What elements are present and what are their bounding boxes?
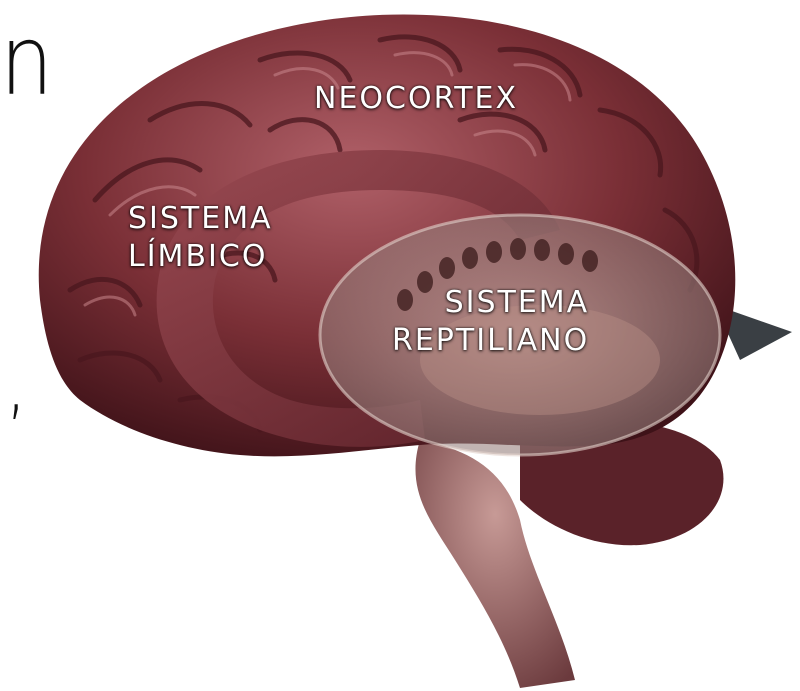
limbic-label-line1: SISTEMA [128, 200, 273, 238]
limbic-label-line2: LÍMBICO [128, 238, 273, 276]
neocortex-label: NEOCORTEX [314, 80, 518, 118]
reptilian-system-label: SISTEMA REPTILIANO [392, 284, 589, 360]
limbic-system-label: SISTEMA LÍMBICO [128, 200, 273, 276]
reptilian-label-line2: REPTILIANO [392, 322, 589, 360]
reptilian-label-line1: SISTEMA [392, 284, 589, 322]
